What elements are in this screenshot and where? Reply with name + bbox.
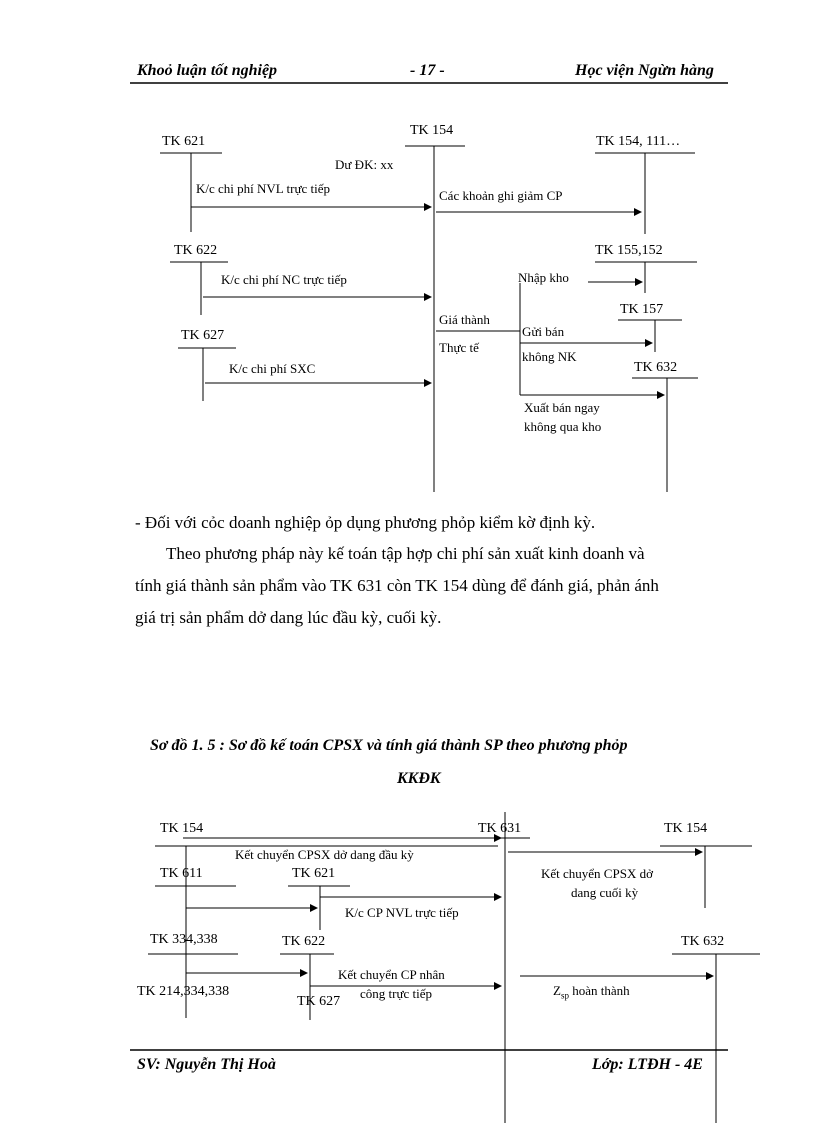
body-line-3: tính giá thành sản phẩm vào TK 631 còn T… bbox=[135, 576, 659, 595]
d2-tk622: TK 622 bbox=[282, 934, 326, 949]
d1-khong-qua-kho: không qua kho bbox=[524, 419, 602, 434]
header-right: Học viện Ngừn hàng bbox=[575, 62, 714, 79]
d2-zsp-label: Zsp hoàn thành bbox=[553, 983, 630, 1001]
d2-zsp: Z bbox=[553, 983, 561, 998]
d2-tk214: TK 214,334,338 bbox=[137, 984, 230, 999]
d2-tk334-338: TK 334,338 bbox=[150, 932, 218, 947]
body-line-4: giá trị sản phẩm dở dang lúc đầu kỳ, cuố… bbox=[135, 608, 442, 627]
d2-tk154-left: TK 154 bbox=[160, 821, 204, 836]
d1-tk621: TK 621 bbox=[162, 134, 206, 149]
d2-kc-nvl: K/c CP NVL trực tiếp bbox=[345, 905, 459, 920]
d2-tk627: TK 627 bbox=[297, 994, 341, 1009]
d1-thuc-te: Thực tế bbox=[439, 340, 479, 355]
diagram-caption-line-2: KKĐK bbox=[397, 770, 441, 787]
d1-nhap-kho: Nhập kho bbox=[518, 270, 569, 285]
footer-student: SV: Nguyễn Thị Hoà bbox=[137, 1056, 276, 1073]
d1-kc-nc: K/c chi phí NC trực tiếp bbox=[221, 272, 347, 287]
d2-tk611: TK 611 bbox=[160, 866, 203, 881]
footer-class: Lớp: LTĐH - 4E bbox=[592, 1056, 703, 1073]
d1-tk627: TK 627 bbox=[181, 328, 225, 343]
d1-kc-nvl: K/c chi phí NVL trực tiếp bbox=[196, 181, 330, 196]
d1-du-dk: Dư ĐK: xx bbox=[335, 157, 394, 172]
d1-khong-nk: không NK bbox=[522, 349, 577, 364]
d2-kc-cuoi-ky-1: Kết chuyển CPSX dở bbox=[541, 866, 653, 881]
d2-tk631: TK 631 bbox=[478, 821, 522, 836]
header-page-number: - 17 - bbox=[410, 62, 445, 79]
body-line-2: Theo phương pháp này kế toán tập hợp chi… bbox=[166, 544, 645, 563]
diagram-caption: Sơ đồ 1. 5 : Sơ đồ kế toán CPSX và tính … bbox=[150, 737, 628, 754]
d1-giam-cp: Các khoản ghi giảm CP bbox=[439, 188, 563, 203]
d1-xuat-ban: Xuất bán ngay bbox=[524, 400, 600, 415]
d1-tk155-152: TK 155,152 bbox=[595, 243, 663, 258]
d2-tk621: TK 621 bbox=[292, 866, 336, 881]
d2-tk632: TK 632 bbox=[681, 934, 725, 949]
body-line-1: - Đối với cỏc doanh nghiệp ỏp dụng phươn… bbox=[135, 513, 596, 532]
d1-gia-thanh: Giá thành bbox=[439, 312, 490, 327]
d2-hoan-thanh: hoàn thành bbox=[568, 983, 630, 998]
d2-kc-dau-ky: Kết chuyển CPSX dở dang đầu kỳ bbox=[235, 847, 414, 862]
d2-kc-nc-2: công trực tiếp bbox=[360, 986, 433, 1001]
d1-kc-sxc: K/c chi phí SXC bbox=[229, 361, 316, 376]
d1-gui-ban: Gửi bán bbox=[522, 324, 565, 339]
d2-tk154-right: TK 154 bbox=[664, 821, 708, 836]
d1-tk632: TK 632 bbox=[634, 360, 678, 375]
d2-kc-nc-1: Kết chuyển CP nhân bbox=[338, 967, 445, 982]
d2-zsp-sub: sp bbox=[560, 990, 569, 1001]
d1-tk622: TK 622 bbox=[174, 243, 218, 258]
d1-tk157: TK 157 bbox=[620, 302, 664, 317]
d1-tk154: TK 154 bbox=[410, 123, 454, 138]
header-left: Khoỏ luận tốt nghiệp bbox=[137, 62, 278, 79]
d2-kc-cuoi-ky-2: dang cuối kỳ bbox=[571, 885, 639, 900]
d1-tk154-111: TK 154, 111… bbox=[596, 134, 681, 149]
